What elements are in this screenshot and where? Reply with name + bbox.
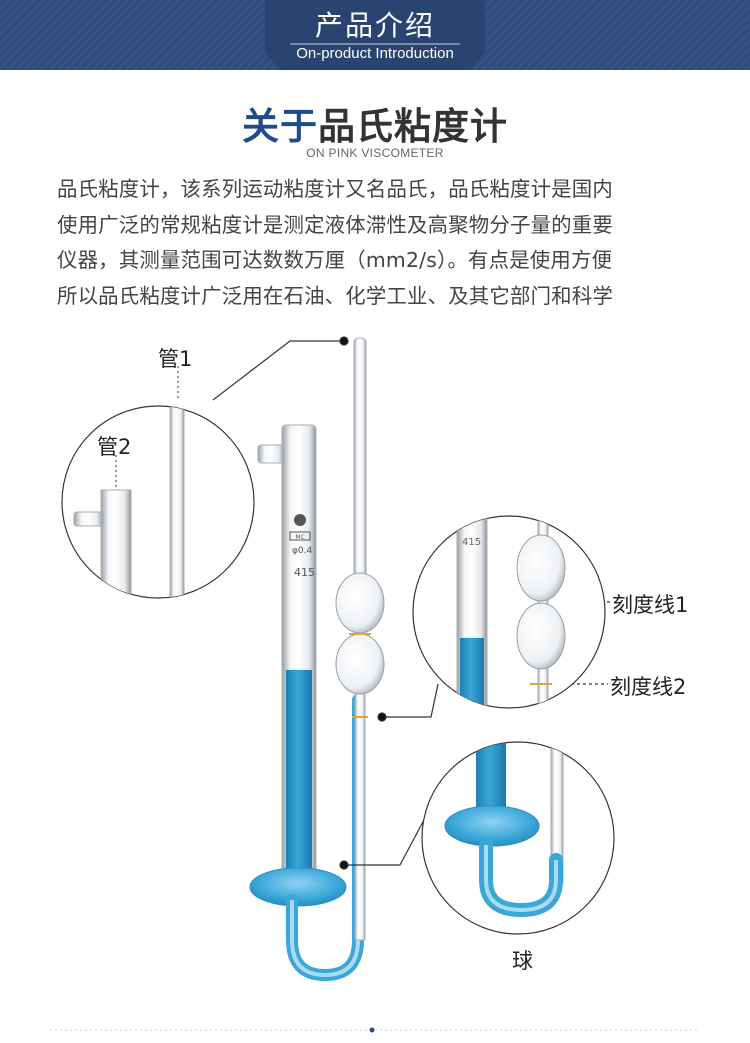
viscometer-figure: MC φ0.4 415 (0, 320, 750, 1043)
banner-subtitle: On-product Introduction (296, 45, 454, 62)
label-bulb: 球 (512, 949, 533, 973)
viscometer-illustration: MC φ0.4 415 (50, 336, 700, 1033)
callout-lines (212, 336, 610, 870)
label-tube1: 管1 (158, 347, 193, 371)
banner-title: 产品介绍 (314, 9, 435, 42)
heading-accent: 关于 (242, 105, 318, 148)
intro-paragraph: 品氏粘度计，该系列运动粘度计又名品氏，品氏粘度计是国内 使用广泛的常规粘度计是测… (57, 172, 707, 314)
glass-diameter-text: φ0.4 (292, 546, 313, 556)
zoom-capacity-text: 415 (462, 537, 481, 548)
glass-capacity-text: 415 (294, 566, 315, 579)
banner-background (0, 0, 750, 70)
section-subtitle: ON PINK VISCOMETER (306, 146, 444, 160)
intro-line: 所以品氏粘度计广泛用在石油、化学工业、及其它部门和科学 (57, 283, 613, 308)
intro-line: 品氏粘度计，该系列运动粘度计又名品氏，品氏粘度计是国内 (57, 177, 613, 201)
label-mark1: 刻度线1 (612, 593, 689, 617)
section-heading: 关于品氏粘度计 (0, 96, 750, 150)
heading-rest: 品氏粘度计 (318, 105, 508, 148)
header-banner: 产品介绍 On-product Introduction (0, 0, 750, 70)
glass-brand-text: MC (295, 534, 304, 541)
intro-line: 仪器，其测量范围可达数数万厘（mm2/s）。有点是使用方便 (57, 248, 613, 272)
zoom-bulb (421, 741, 615, 935)
zoom-tubes (61, 366, 255, 599)
label-tube2: 管2 (97, 435, 132, 459)
label-mark2: 刻度线2 (610, 675, 687, 699)
viscometer-body: MC φ0.4 415 (249, 337, 385, 982)
intro-line: 使用广泛的常规粘度计是测定液体滞性及高聚物分子量的重要 (57, 212, 613, 237)
zoom-marks: 415 (412, 515, 606, 709)
